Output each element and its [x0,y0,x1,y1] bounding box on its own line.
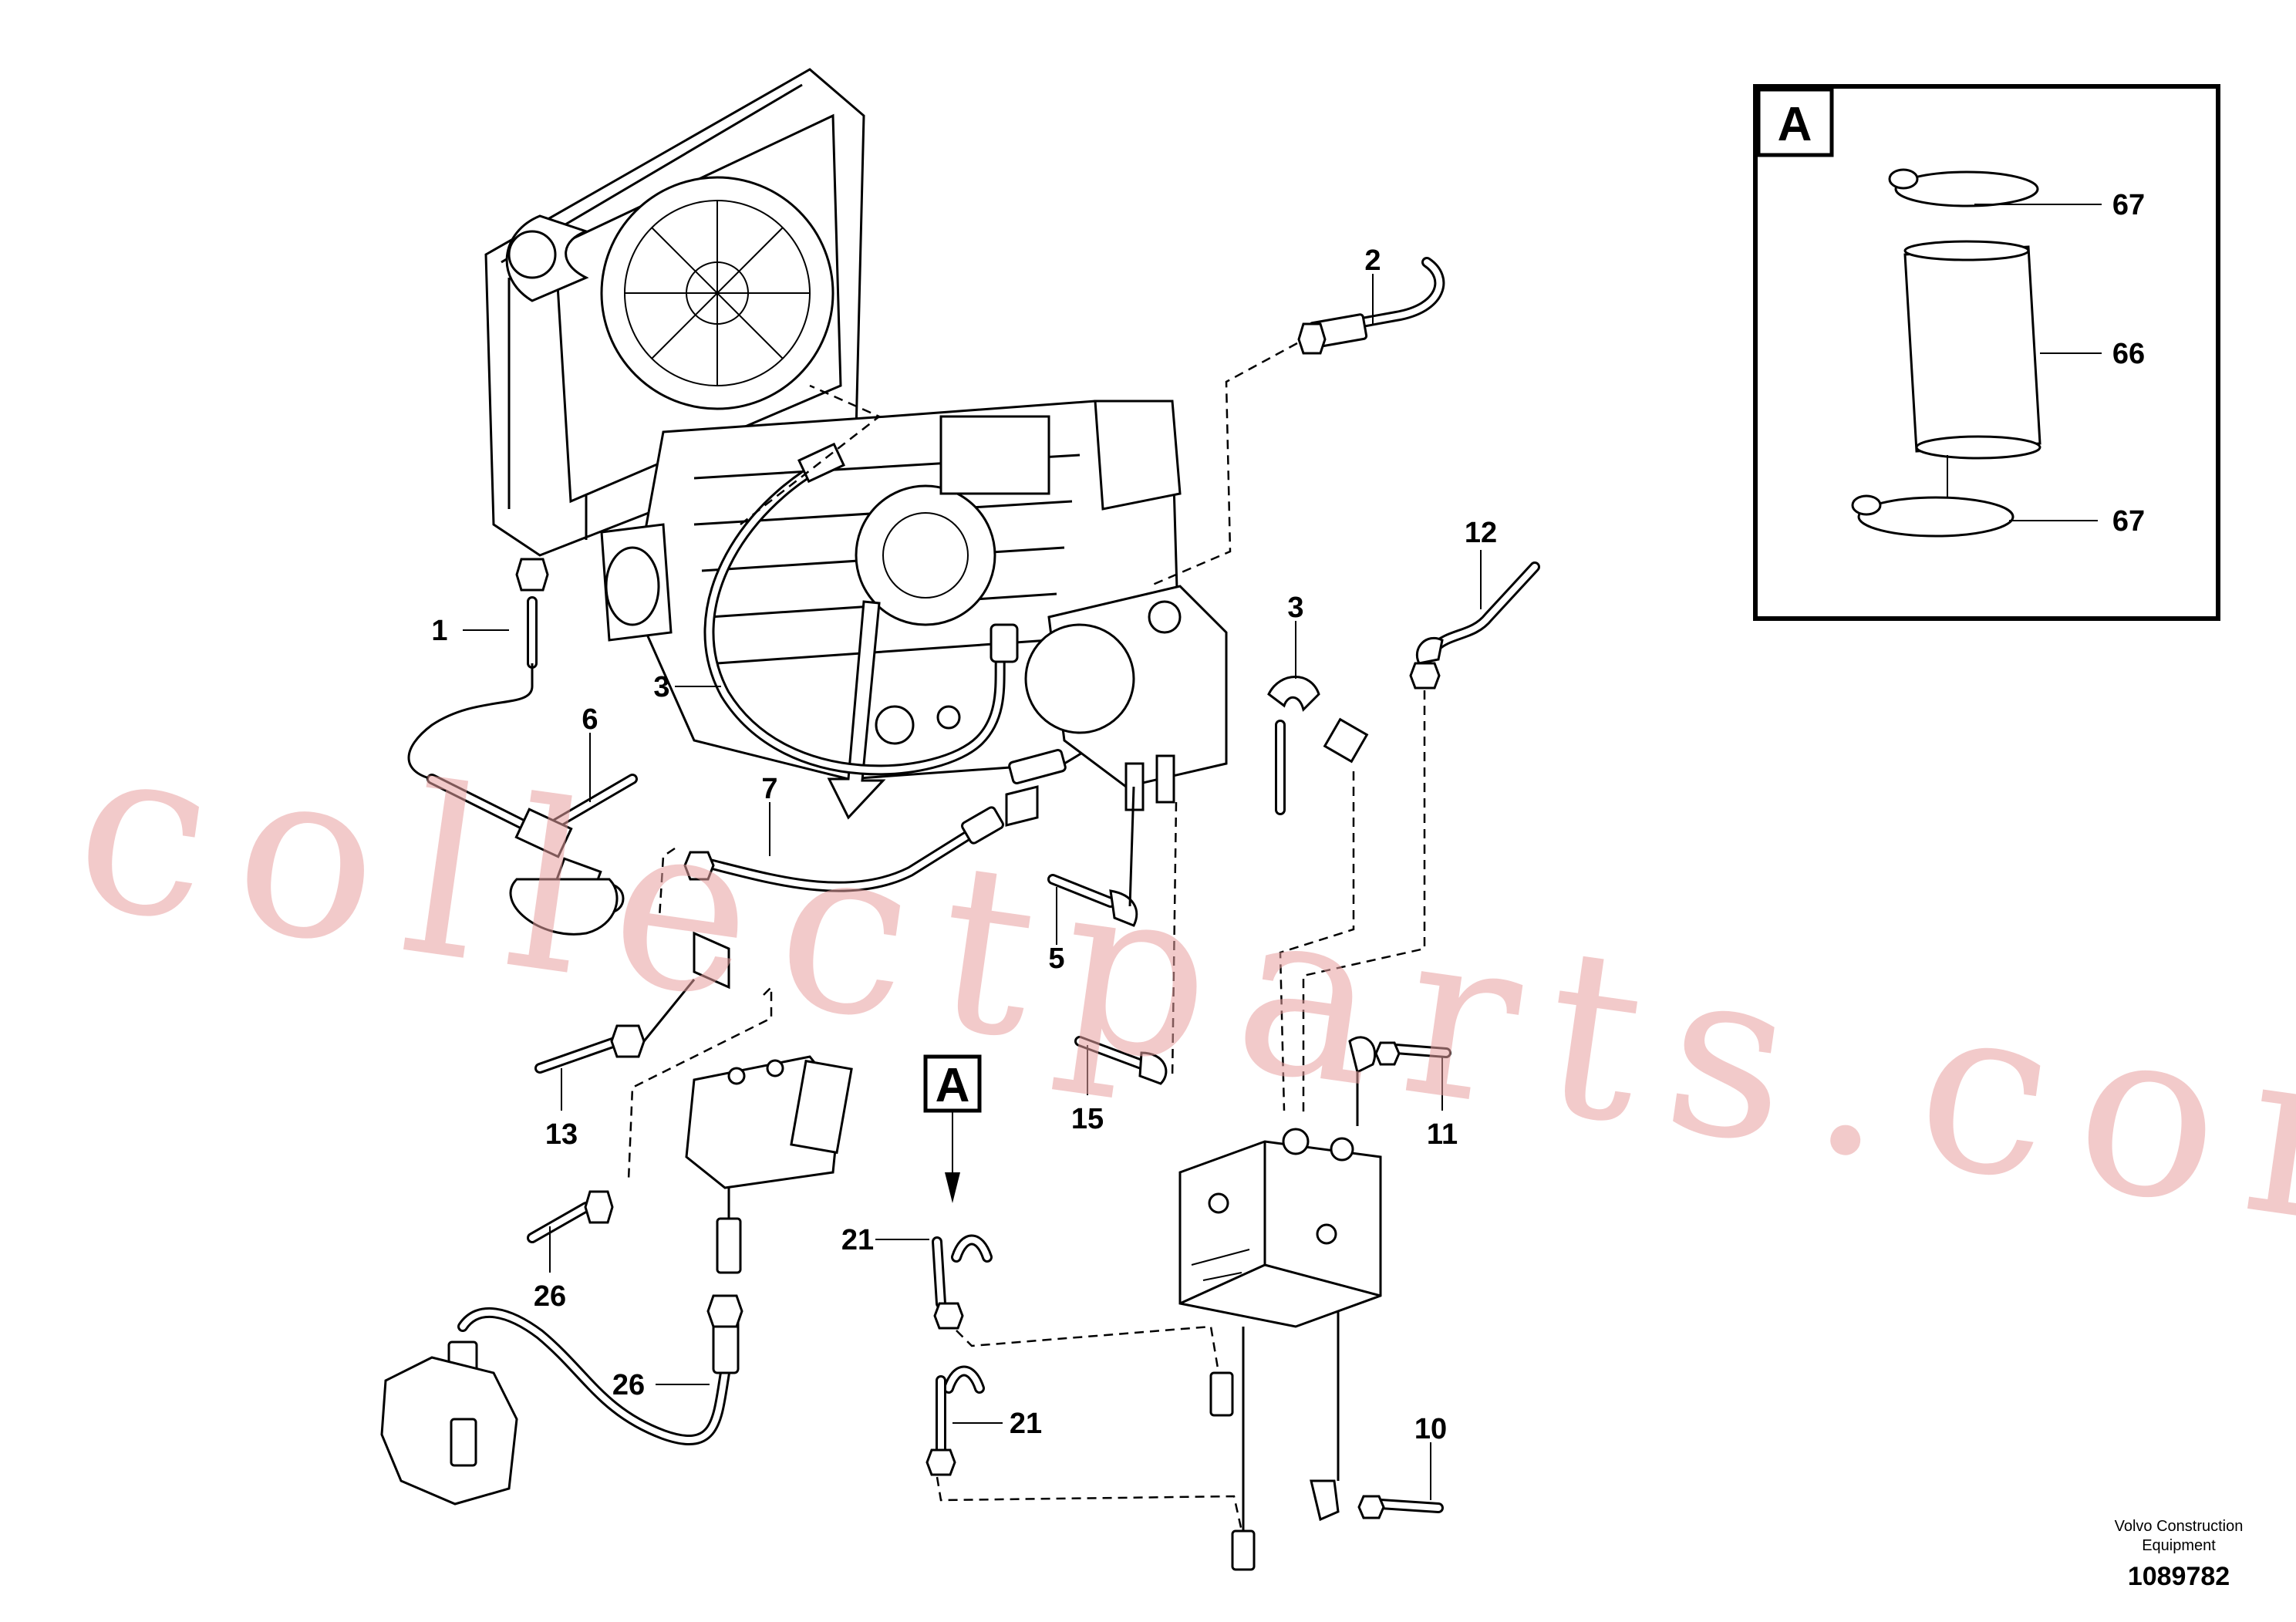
elbow-11 [1348,1036,1451,1126]
dashed-leader-2 [1148,342,1298,588]
svg-text:A: A [1778,98,1812,151]
hose-2 [1297,257,1445,355]
elbow-3 [1267,676,1369,1111]
callout-12: 12 [1465,517,1497,609]
fitting-10 [1310,1311,1444,1522]
callout-13: 13 [545,1068,578,1151]
dashed-leader-21b [936,1476,1243,1532]
callout-2: 2 [1364,244,1381,324]
callout-3a: 3 [653,671,721,703]
svg-text:21: 21 [1010,1408,1042,1440]
detail-marker-a: A [923,1054,982,1203]
hose-21-upper [932,1234,993,1330]
svg-text:66: 66 [2112,338,2145,370]
hydraulic-pump [1024,585,1228,811]
flow-arrow [827,600,886,820]
credit-line-2: Equipment [2142,1537,2216,1554]
tank-port-bracket [380,1356,518,1506]
credit-block: Volvo Construction Equipment 1089782 [2115,1518,2244,1591]
clamp-67-top: 67 [1888,168,2145,221]
dashed-leader-1 [740,384,882,525]
hose-7 [683,749,1067,892]
dashed-leader-21a [956,1325,1220,1374]
callout-10: 10 [1414,1413,1447,1500]
elbow-15 [1074,1036,1168,1085]
callout-21b: 21 [952,1408,1042,1440]
svg-text:3: 3 [1287,592,1303,624]
fitting-1 [407,558,549,781]
svg-text:11: 11 [1427,1118,1458,1151]
svg-text:2: 2 [1364,244,1381,277]
callout-26a: 26 [534,1226,566,1313]
credit-line-1: Volvo Construction [2115,1518,2244,1535]
mount-bracket [509,878,619,936]
svg-text:13: 13 [545,1118,578,1151]
sleeve-66: 66 [1903,240,2145,460]
port-fitting-26 [450,1418,477,1467]
callout-26b: 26 [612,1369,710,1401]
callout-1: 1 [431,615,509,647]
fitting-26-upper [527,1190,614,1243]
callout-3b: 3 [1287,592,1304,679]
svg-text:12: 12 [1465,517,1497,549]
svg-text:A: A [936,1059,970,1112]
svg-text:7: 7 [761,773,777,805]
dashed-leader-5 [1171,801,1178,1081]
callout-21a: 21 [841,1224,929,1256]
callout-7: 7 [761,773,778,856]
callout-5: 5 [1048,887,1065,975]
svg-text:5: 5 [1048,943,1064,975]
svg-text:15: 15 [1071,1103,1104,1135]
port-fitting-21a [1209,1371,1234,1417]
inset-detail-box: A 67 66 67 [1753,84,2220,621]
svg-text:1: 1 [431,615,447,647]
svg-text:3: 3 [653,671,669,703]
svg-text:26: 26 [612,1369,645,1401]
gear-pump [685,1055,853,1274]
hose-12 [1302,561,1540,1114]
clamp-67-bottom: 67 [1851,455,2145,538]
callout-15: 15 [1071,1045,1104,1135]
hose-21-lower [925,1365,985,1476]
svg-text:21: 21 [841,1224,874,1256]
svg-text:67: 67 [2112,189,2145,221]
svg-text:26: 26 [534,1280,566,1313]
callout-6: 6 [582,703,598,802]
elbow-13 [534,931,773,1181]
svg-text:10: 10 [1414,1413,1447,1445]
port-fitting-21b [1231,1327,1256,1571]
dashed-leader-7 [658,847,676,919]
svg-text:67: 67 [2112,505,2145,538]
callout-11: 11 [1427,1057,1458,1151]
drawing-number: 1089782 [2128,1562,2230,1591]
control-valve-block [1178,1128,1382,1328]
svg-text:6: 6 [582,703,598,736]
elbow-5 [1047,786,1138,927]
small-valve [1005,785,1039,827]
